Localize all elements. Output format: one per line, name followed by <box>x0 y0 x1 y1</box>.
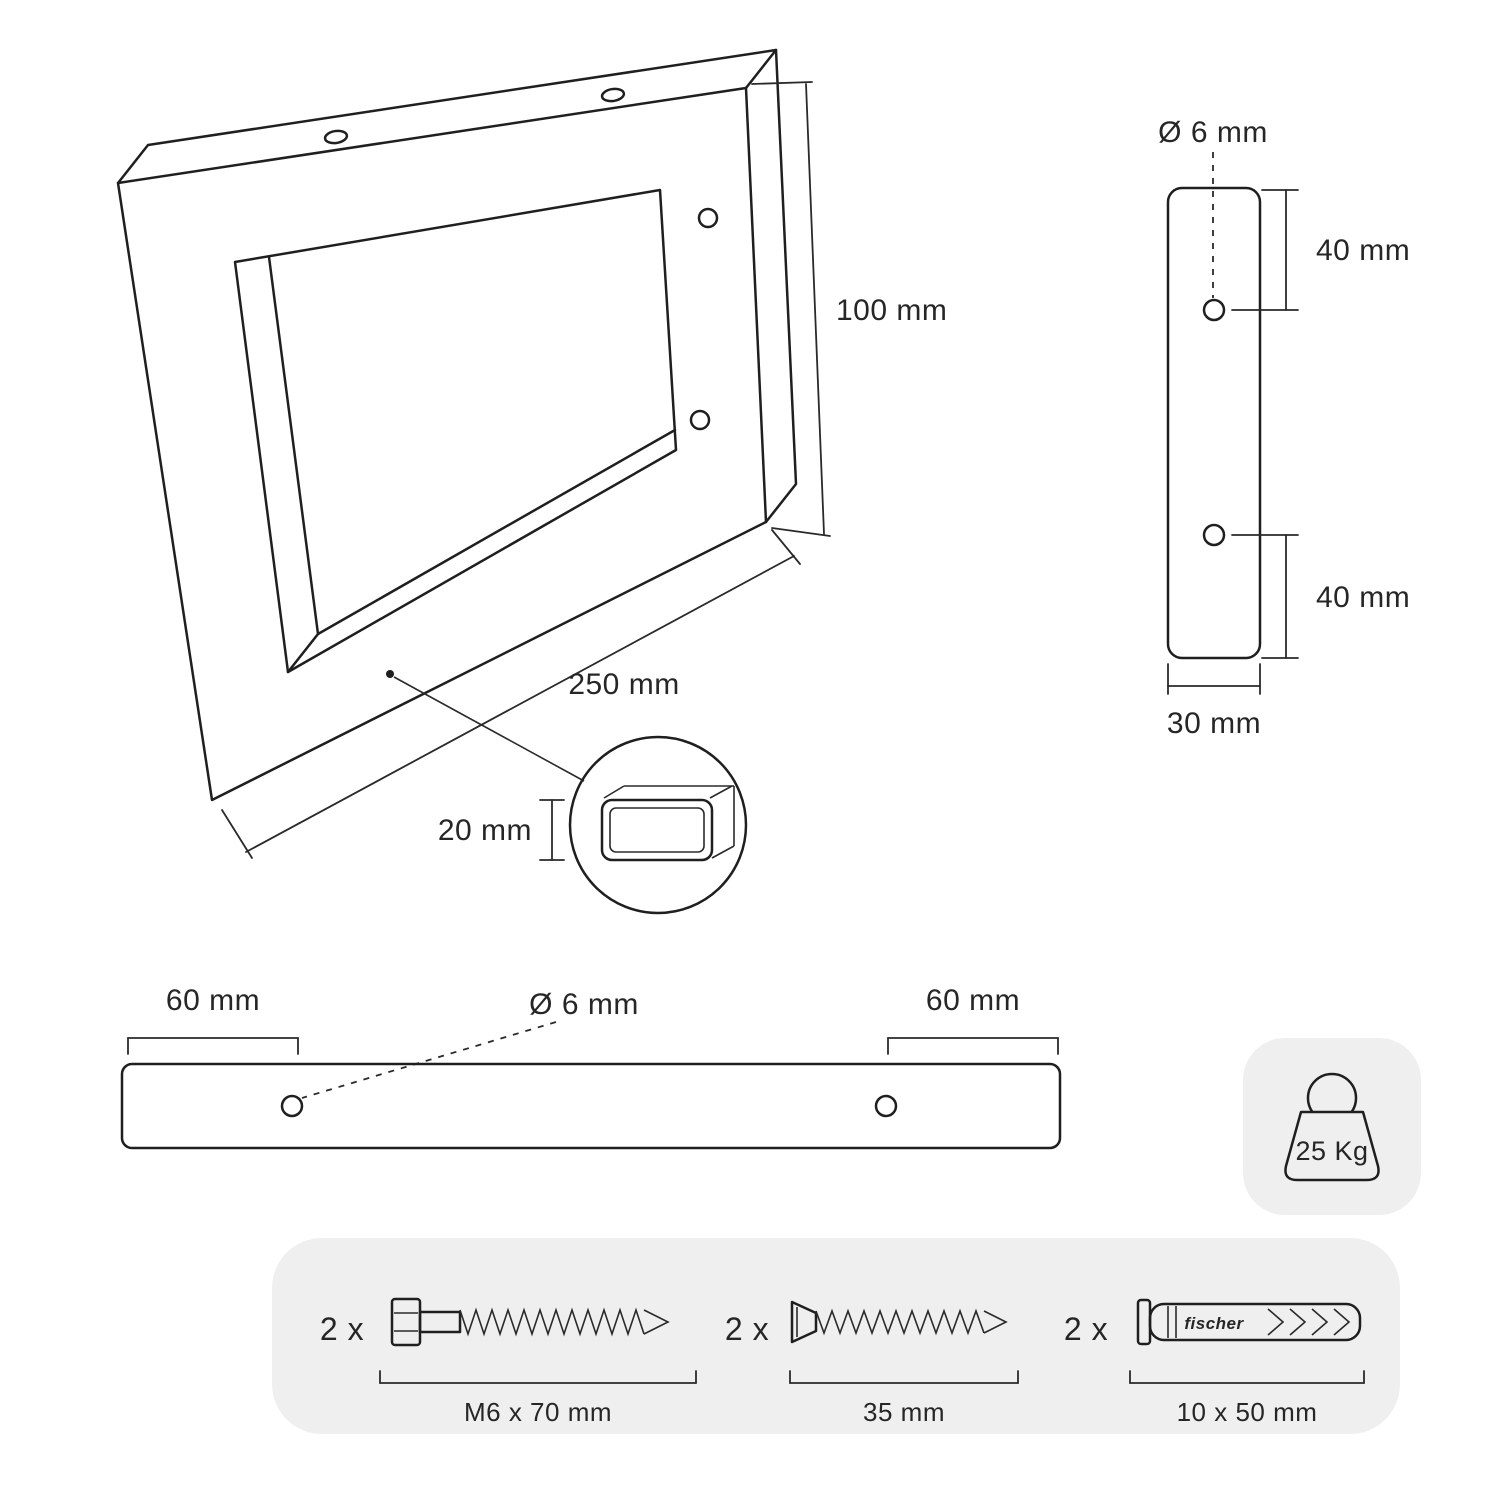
plug-quantity: 2 x <box>1064 1311 1108 1347</box>
right-offset-label: 60 mm <box>926 984 1020 1017</box>
bracket-inner-opening <box>233 188 678 674</box>
tube-cross-section <box>600 785 735 862</box>
bolt-dimension: M6 x 70 mm <box>379 1370 697 1427</box>
left-offset-dimension: 60 mm <box>127 984 299 1055</box>
front-hole-leader <box>301 1021 557 1099</box>
right-offset-dimension: 60 mm <box>887 984 1059 1055</box>
bracket-inner-corner-edge <box>286 632 320 674</box>
detail-circle-outline <box>568 735 748 915</box>
weight-body <box>1284 1110 1380 1182</box>
bracket-front-top-edge <box>116 86 748 185</box>
plug-dimension: 10 x 50 mm <box>1129 1370 1365 1427</box>
detail-leader-line <box>393 676 585 782</box>
bolt-quantity: 2 x <box>320 1311 364 1347</box>
hardware-item-plug: 2 x fischer 10 x 50 mm <box>1064 1298 1365 1427</box>
screw-dimension: 35 mm <box>789 1370 1019 1427</box>
bracket-front-right-edge <box>744 86 768 524</box>
front-wall-hole-bottom <box>689 409 711 431</box>
top-screw-hole-right <box>600 87 626 103</box>
hardware-panel-bg <box>272 1238 1400 1434</box>
tube-dimension: 20 mm <box>438 799 565 861</box>
front-view: 60 mm 60 mm Ø 6 mm <box>120 984 1062 1150</box>
screw-size-label: 35 mm <box>863 1397 945 1427</box>
bracket-outer-silhouette <box>116 48 798 802</box>
side-hole-top <box>1202 298 1226 322</box>
weight-badge: 25 Kg <box>1243 1038 1421 1215</box>
plug-brand-label: fischer <box>1184 1314 1244 1333</box>
left-offset-label: 60 mm <box>166 984 260 1017</box>
weight-capacity-label: 25 Kg <box>1295 1136 1368 1166</box>
height-dimension-label: 100 mm <box>836 294 947 327</box>
plate-width-dimension: 30 mm <box>1167 663 1261 740</box>
tube-dimension-label: 20 mm <box>438 814 532 847</box>
perspective-view: 100 mm 250 mm <box>116 48 947 859</box>
detail-circle: 20 mm <box>438 735 748 915</box>
wallplug-drawing: fischer <box>1136 1298 1362 1346</box>
detail-leader-dot <box>386 670 394 678</box>
top-spacing-label: 40 mm <box>1316 234 1410 267</box>
height-dimension: 100 mm <box>751 81 947 537</box>
screw-quantity: 2 x <box>725 1311 769 1347</box>
screw-drawing <box>790 1300 1008 1344</box>
front-wall-hole-top <box>697 207 719 229</box>
length-dimension: 250 mm <box>221 529 801 859</box>
hardware-panel: 2 x M6 x 70 mm 2 x <box>272 1238 1400 1434</box>
plug-size-label: 10 x 50 mm <box>1177 1397 1318 1427</box>
hardware-item-bolt: 2 x M6 x 70 mm <box>320 1297 697 1427</box>
side-plate-outline <box>1166 186 1262 660</box>
side-hole-diameter-label: Ø 6 mm <box>1158 116 1268 149</box>
top-screw-hole-left <box>323 129 349 145</box>
front-bar-outline <box>120 1062 1062 1150</box>
bracket-inner-back-edges <box>267 255 677 636</box>
bracket-top-right-depth-edge <box>744 48 778 90</box>
front-hole-left <box>280 1094 304 1118</box>
side-hole-bottom <box>1202 523 1226 547</box>
bolt-drawing <box>390 1297 670 1347</box>
bolt-size-label: M6 x 70 mm <box>464 1397 612 1427</box>
hardware-item-screw: 2 x 35 mm <box>725 1300 1019 1427</box>
side-view: Ø 6 mm 40 mm 40 mm 30 mm <box>1158 116 1410 740</box>
plate-width-label: 30 mm <box>1167 707 1261 740</box>
front-hole-diameter-label: Ø 6 mm <box>529 988 639 1021</box>
length-dimension-label: 250 mm <box>568 668 679 701</box>
bottom-spacing-dimension: 40 mm <box>1231 534 1410 659</box>
front-hole-right <box>874 1094 898 1118</box>
bottom-spacing-label: 40 mm <box>1316 581 1410 614</box>
top-spacing-dimension: 40 mm <box>1231 189 1410 311</box>
